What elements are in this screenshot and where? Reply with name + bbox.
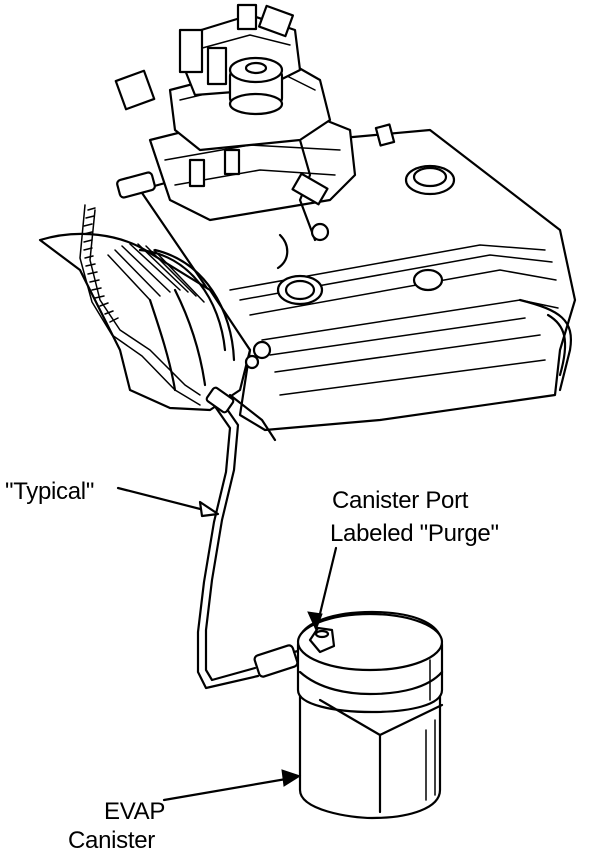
canister-port-label-line2: Labeled "Purge" — [330, 520, 499, 547]
typical-label: "Typical" — [5, 478, 95, 505]
arrow-icon — [116, 486, 214, 514]
engine — [114, 3, 577, 432]
evap-label-line2: Canister — [68, 827, 155, 854]
evap-canister — [296, 610, 444, 820]
purge-hose — [196, 386, 312, 690]
evap-label-line1: EVAP — [104, 798, 166, 825]
arrow-icon — [162, 776, 294, 802]
distributor-housing — [38, 171, 277, 442]
canister-port-label-line1: Canister Port — [332, 487, 469, 514]
arrow-icon — [316, 546, 338, 624]
arrows — [116, 486, 338, 802]
